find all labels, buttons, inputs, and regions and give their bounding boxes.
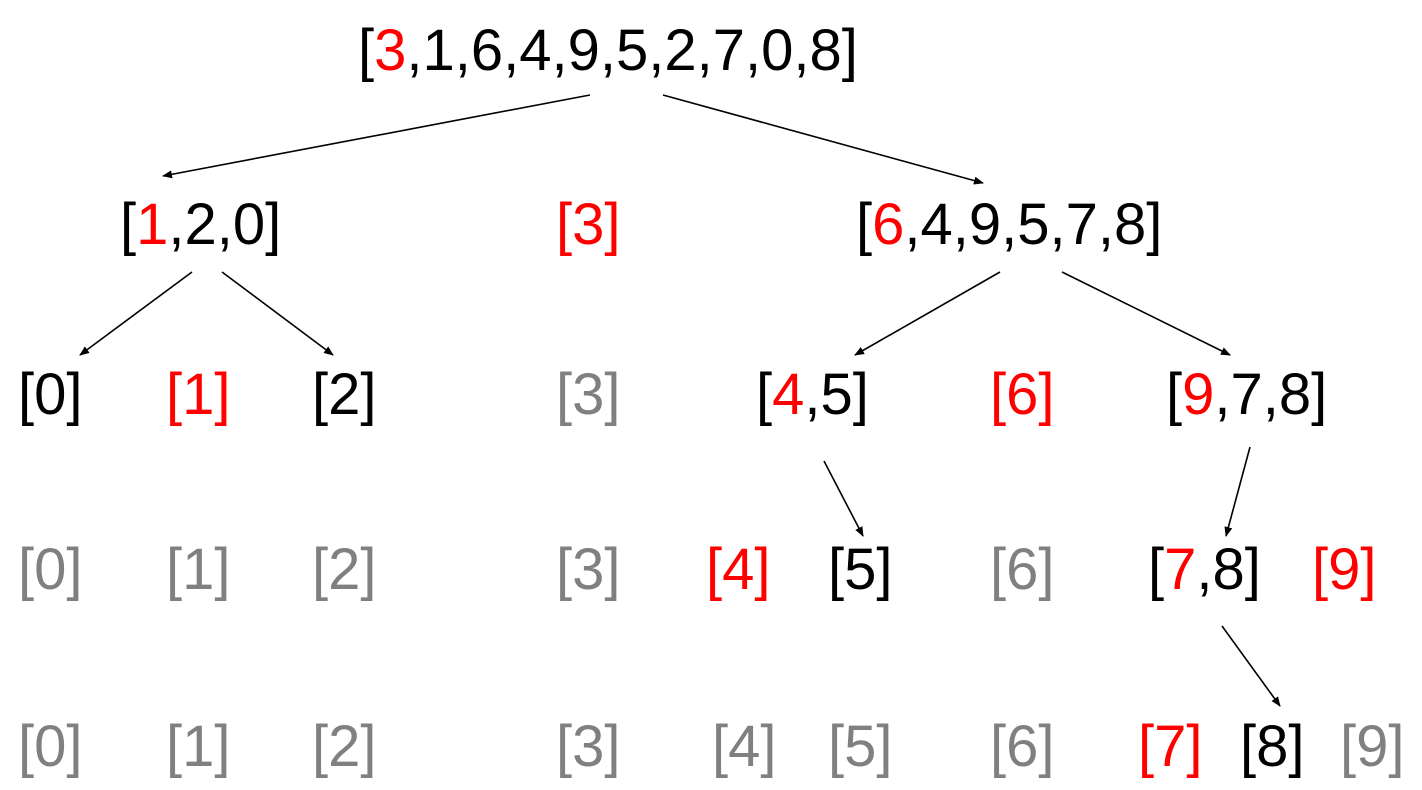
token: [0]: [18, 362, 83, 427]
token: ,8]: [1196, 537, 1261, 602]
pivot-token: 1: [136, 192, 169, 257]
token: [6]: [990, 537, 1055, 602]
node-l2-3: [3]: [556, 366, 621, 424]
node-l3-3: [3]: [556, 541, 621, 599]
token: ,2,0]: [168, 192, 282, 257]
token: ,1,6,4,9,5,2,7,0,8]: [406, 18, 858, 83]
node-root: [3,1,6,4,9,5,2,7,0,8]: [358, 22, 858, 80]
node-l4-6: [6]: [990, 718, 1055, 776]
node-l3-2: [2]: [312, 541, 377, 599]
token: ,7,8]: [1214, 362, 1328, 427]
token: [8]: [1240, 714, 1305, 779]
token: [: [1166, 362, 1183, 427]
token: ,4,9,5,7,8]: [904, 192, 1163, 257]
node-l2-2: [2]: [312, 366, 377, 424]
node-l3-4: [4]: [706, 541, 771, 599]
node-l4-5: [5]: [828, 718, 893, 776]
pivot-token: 3: [374, 18, 407, 83]
token: [3]: [556, 537, 621, 602]
token: ,5]: [804, 362, 869, 427]
token: [4]: [712, 714, 777, 779]
token: [2]: [312, 714, 377, 779]
token: [6]: [990, 714, 1055, 779]
token: [: [120, 192, 137, 257]
token: [3]: [556, 714, 621, 779]
pivot-token: 7: [1164, 537, 1197, 602]
token: [1]: [166, 537, 231, 602]
node-l1-b: [3]: [556, 196, 621, 254]
pivot-token: [9]: [1312, 537, 1377, 602]
node-l2-0: [0]: [18, 366, 83, 424]
node-l1-c: [6,4,9,5,7,8]: [856, 196, 1162, 254]
arrow-root-to-l1-c: [662, 94, 984, 185]
node-l4-9: [9]: [1340, 718, 1405, 776]
token: [: [358, 18, 375, 83]
arrow-l1-c-to-l2-45: [854, 271, 1001, 356]
token: [1]: [166, 714, 231, 779]
node-l3-9: [9]: [1312, 541, 1377, 599]
arrow-l2-978-to-l3-78: [1224, 446, 1251, 537]
node-l3-5: [5]: [828, 541, 893, 599]
pivot-token: [1]: [166, 362, 231, 427]
arrow-l1-c-to-l2-978: [1061, 271, 1231, 356]
token: [9]: [1340, 714, 1405, 779]
node-l4-7: [7]: [1138, 718, 1203, 776]
pivot-token: [3]: [556, 192, 621, 257]
node-l2-1: [1]: [166, 366, 231, 424]
arrow-l2-45-to-l3-5: [823, 460, 864, 537]
arrow-l1-a-to-l2-2: [221, 271, 334, 356]
pivot-token: 9: [1182, 362, 1215, 427]
token: [: [756, 362, 773, 427]
token: [0]: [18, 537, 83, 602]
token: [0]: [18, 714, 83, 779]
arrow-l3-78-to-l4-8: [1221, 625, 1281, 707]
pivot-token: [4]: [706, 537, 771, 602]
node-l3-1: [1]: [166, 541, 231, 599]
pivot-token: [6]: [990, 362, 1055, 427]
node-l2-978: [9,7,8]: [1166, 366, 1327, 424]
token: [: [1148, 537, 1165, 602]
node-l2-6: [6]: [990, 366, 1055, 424]
node-l1-a: [1,2,0]: [120, 196, 281, 254]
node-l4-8: [8]: [1240, 718, 1305, 776]
node-l4-1: [1]: [166, 718, 231, 776]
pivot-token: [7]: [1138, 714, 1203, 779]
node-l3-78: [7,8]: [1148, 541, 1261, 599]
token: [: [856, 192, 873, 257]
node-l4-4: [4]: [712, 718, 777, 776]
node-l3-0: [0]: [18, 541, 83, 599]
node-l4-2: [2]: [312, 718, 377, 776]
token: [2]: [312, 537, 377, 602]
node-l2-45: [4,5]: [756, 366, 869, 424]
node-l4-3: [3]: [556, 718, 621, 776]
pivot-token: 6: [872, 192, 905, 257]
arrow-root-to-l1-a: [162, 94, 591, 179]
token: [5]: [828, 714, 893, 779]
token: [5]: [828, 537, 893, 602]
arrow-l1-a-to-l2-0: [79, 271, 193, 356]
node-l4-0: [0]: [18, 718, 83, 776]
token: [2]: [312, 362, 377, 427]
token: [3]: [556, 362, 621, 427]
node-l3-6: [6]: [990, 541, 1055, 599]
pivot-token: 4: [772, 362, 805, 427]
